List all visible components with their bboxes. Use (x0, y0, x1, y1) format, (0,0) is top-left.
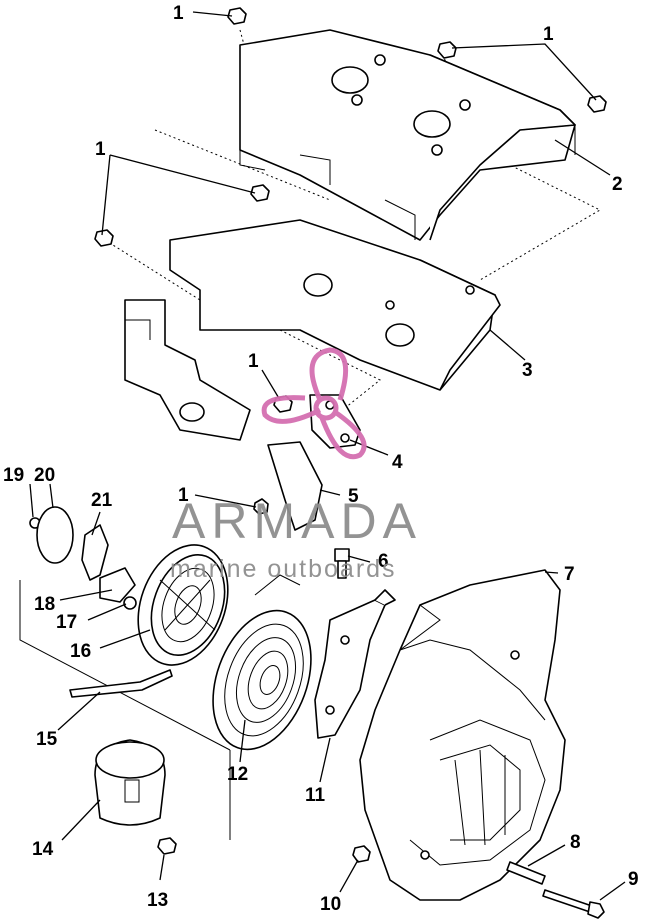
watermark-subtitle: marine outboards (170, 555, 397, 583)
callout-labels: 1 1 2 1 3 1 4 1 5 19 20 21 6 7 18 17 16 … (3, 3, 639, 915)
spiral-spring-part (212, 574, 312, 751)
callout-1: 1 (178, 485, 189, 506)
callout-12: 12 (227, 764, 248, 785)
callout-1: 1 (248, 351, 259, 372)
top-cover-part (239, 29, 576, 241)
starter-rope-part (69, 669, 173, 698)
starter-case-bracket-part (314, 589, 396, 739)
spacer-part (506, 861, 546, 885)
callout-2: 2 (612, 174, 623, 195)
watermark: ARMADA marine outboards (170, 347, 422, 583)
callout-19: 19 (3, 465, 24, 486)
callout-20: 20 (34, 465, 55, 486)
callout-15: 15 (36, 729, 58, 750)
starter-pulley-part (137, 544, 229, 666)
propeller-logo-icon (261, 347, 367, 460)
callout-5: 5 (348, 486, 359, 507)
watermark-title: ARMADA (172, 493, 422, 549)
fan-housing-part (359, 569, 566, 901)
cup-part (94, 739, 177, 855)
callout-4: 4 (392, 452, 403, 473)
leader-lines (29, 11, 626, 901)
callout-6: 6 (378, 551, 389, 572)
callout-1: 1 (543, 24, 554, 45)
link-part (267, 441, 323, 531)
callout-11: 11 (305, 785, 326, 806)
callout-21: 21 (91, 490, 113, 511)
bracket-part (124, 219, 501, 441)
callout-7: 7 (564, 564, 575, 585)
small-hardware-parts (29, 506, 137, 610)
callout-16: 16 (70, 641, 91, 662)
callout-17: 17 (56, 612, 77, 633)
bolt-6-part (334, 548, 350, 579)
callout-3: 3 (522, 360, 533, 381)
bolt-parts (94, 7, 607, 515)
callout-1: 1 (95, 139, 106, 160)
callout-9: 9 (628, 869, 639, 890)
callout-13: 13 (147, 890, 168, 911)
callout-14: 14 (32, 839, 54, 860)
callout-10: 10 (320, 894, 341, 915)
callout-1: 1 (173, 3, 184, 24)
callout-8: 8 (570, 832, 581, 853)
long-bolt-part (542, 889, 605, 919)
callout-18: 18 (34, 594, 55, 615)
nut-part (352, 845, 371, 863)
